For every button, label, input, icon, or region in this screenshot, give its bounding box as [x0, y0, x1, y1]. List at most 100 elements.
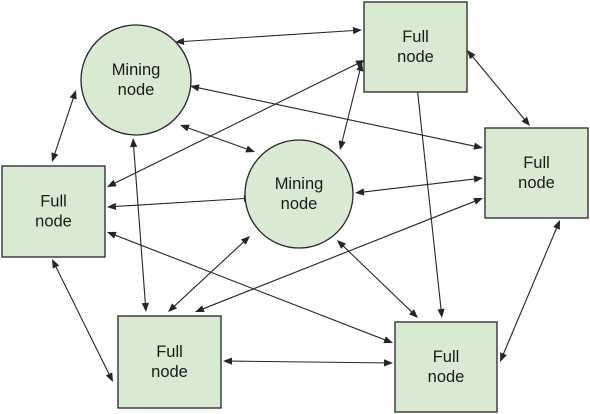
arrowhead-start — [553, 220, 560, 230]
arrowhead-end — [383, 359, 393, 367]
node-full-bottom-left: Full node — [117, 315, 222, 409]
edge-line — [187, 127, 248, 150]
edge-mining-top-left-to-mining-center — [180, 124, 255, 153]
edge-line — [197, 87, 476, 147]
edge-full-right-to-full-bottom-right — [500, 220, 560, 362]
node-label-line: node — [35, 213, 72, 231]
node-label-line: Full — [40, 193, 67, 211]
edge-line — [502, 227, 558, 355]
node-shape-circle — [80, 24, 192, 136]
arrowhead-end — [107, 202, 117, 211]
arrowhead-start — [356, 62, 364, 72]
arrowhead-start — [175, 37, 185, 46]
arrowhead-start — [180, 124, 190, 132]
node-label-line: Full — [402, 28, 429, 46]
edges-layer — [51, 26, 560, 382]
node-shape-box — [117, 315, 222, 409]
node-shape-box — [1, 165, 106, 258]
arrowhead-end — [383, 336, 393, 344]
arrowhead-end — [51, 152, 59, 162]
node-full-left: Full node — [1, 165, 106, 258]
edge-mining-center-to-full-bottom-right — [337, 240, 418, 318]
arrowhead-start — [240, 236, 250, 245]
node-label-line: node — [118, 81, 155, 99]
edge-line — [55, 265, 110, 376]
node-label-line: node — [518, 174, 555, 192]
node-label-line: Full — [156, 343, 183, 361]
edge-mining-center-to-full-bottom-left — [168, 236, 250, 312]
edge-full-right-to-mining-center — [355, 175, 483, 196]
arrowhead-end — [141, 302, 149, 312]
edge-line — [173, 241, 245, 307]
edge-line — [113, 63, 359, 184]
arrowhead-start — [223, 357, 233, 365]
node-full-top: Full node — [363, 1, 468, 93]
arrowhead-start — [337, 240, 346, 249]
edge-line — [230, 360, 386, 364]
arrowhead-end — [338, 140, 346, 150]
node-label-line: Mining — [112, 61, 161, 79]
edge-line — [182, 29, 355, 43]
edge-full-bottom-left-to-full-bottom-right — [223, 357, 393, 367]
edge-line — [341, 69, 361, 143]
edge-line — [202, 200, 476, 310]
arrowhead-start — [473, 175, 483, 183]
edge-mining-top-left-to-full-right — [190, 84, 483, 150]
arrowhead-start — [467, 50, 476, 60]
node-mining-center: Mining node — [244, 139, 354, 249]
node-label-line: Full — [523, 154, 550, 172]
edge-full-top-to-full-right — [467, 50, 530, 126]
node-shape-box — [363, 1, 468, 93]
node-label-line: node — [397, 48, 434, 66]
arrowhead-start — [69, 90, 77, 100]
edge-line — [54, 97, 74, 155]
edge-full-top-to-mining-center — [338, 62, 364, 150]
node-label-line: Mining — [275, 175, 324, 193]
edge-full-right-to-full-bottom-left — [195, 197, 483, 313]
arrowhead-end — [521, 116, 530, 126]
edge-line — [416, 84, 442, 311]
node-full-right: Full node — [484, 127, 589, 219]
edge-line — [342, 245, 413, 313]
node-label-line: node — [151, 363, 188, 381]
node-full-bottom-right: Full node — [394, 321, 498, 413]
edge-line — [471, 55, 526, 121]
edge-line — [114, 234, 386, 341]
arrowhead-end — [355, 188, 365, 196]
node-shape-circle — [244, 139, 354, 249]
arrowhead-end — [473, 197, 483, 205]
arrowhead-start — [52, 259, 60, 269]
arrowhead-start — [107, 179, 117, 187]
arrowhead-start — [195, 305, 205, 313]
node-mining-top-left: Mining node — [80, 24, 192, 136]
arrowhead-end — [245, 145, 255, 153]
arrowhead-end — [409, 309, 418, 318]
node-label-line: node — [428, 368, 465, 386]
arrowhead-start — [107, 231, 117, 239]
edge-mining-top-left-to-full-bottom-left — [130, 138, 149, 312]
edge-full-top-to-full-bottom-right — [413, 77, 445, 318]
node-shape-box — [394, 321, 498, 413]
edge-line — [133, 145, 146, 305]
arrowhead-end — [437, 308, 445, 318]
arrowhead-start — [130, 138, 138, 148]
edge-mining-top-left-to-full-left — [51, 90, 77, 162]
node-shape-box — [484, 127, 589, 219]
arrowhead-end — [355, 60, 365, 68]
arrowhead-end — [168, 303, 178, 312]
edge-full-left-to-full-bottom-right — [107, 231, 393, 344]
arrowhead-end — [500, 352, 507, 362]
arrowhead-end — [105, 372, 113, 382]
edge-mining-top-left-to-full-top — [175, 26, 362, 46]
node-label-line: node — [281, 195, 318, 213]
node-label-line: Full — [433, 348, 460, 366]
edge-mining-center-to-full-left — [107, 194, 253, 211]
edge-line — [114, 197, 246, 208]
edge-line — [362, 178, 476, 193]
arrowhead-start — [190, 84, 200, 92]
edge-full-left-to-full-bottom-left — [52, 259, 113, 382]
arrowhead-end — [473, 142, 483, 150]
edge-full-top-to-full-left — [107, 60, 365, 187]
